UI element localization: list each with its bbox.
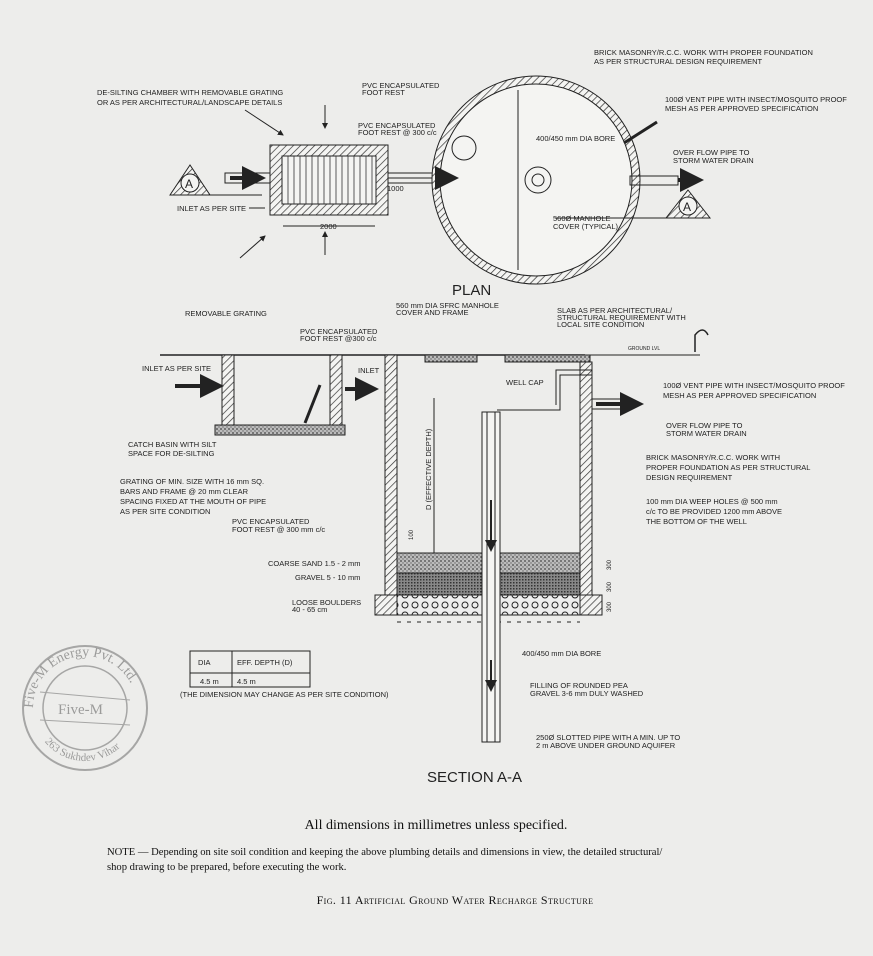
svg-text:REMOVABLE GRATING: REMOVABLE GRATING	[185, 309, 267, 318]
svg-text:OVER FLOW PIPE TO: OVER FLOW PIPE TO	[673, 148, 750, 157]
svg-text:1000: 1000	[387, 184, 404, 193]
svg-text:SPACING FIXED AT THE MOUTH OF: SPACING FIXED AT THE MOUTH OF PIPE	[120, 497, 266, 506]
svg-text:400/450 mm DIA BORE: 400/450 mm DIA BORE	[522, 649, 601, 658]
svg-text:(THE DIMENSION MAY CHANGE AS P: (THE DIMENSION MAY CHANGE AS PER SITE CO…	[180, 690, 389, 699]
svg-text:PROPER FOUNDATION AS PER STRUC: PROPER FOUNDATION AS PER STRUCTURAL	[646, 463, 810, 472]
svg-text:100Ø VENT PIPE WITH INSECT/MOS: 100Ø VENT PIPE WITH INSECT/MOSQUITO PROO…	[665, 95, 847, 104]
svg-text:560 mm DIA SFRC MANHOLE: 560 mm DIA SFRC MANHOLE	[396, 301, 499, 310]
svg-text:Five-M: Five-M	[58, 702, 103, 718]
svg-text:LOCAL SITE CONDITION: LOCAL SITE CONDITION	[557, 320, 644, 329]
vent-pipe	[623, 120, 658, 145]
svg-text:BARS AND FRAME @ 20 mm CLEAR: BARS AND FRAME @ 20 mm CLEAR	[120, 487, 249, 496]
figure-caption: Fig. 11 Artificial Ground Water Recharge…	[317, 893, 594, 907]
svg-text:GRAVEL 3-6 mm DULY WASHED: GRAVEL 3-6 mm DULY WASHED	[530, 689, 644, 698]
catch-basin	[214, 354, 346, 436]
svg-text:PVC ENCAPSULATED: PVC ENCAPSULATED	[358, 121, 436, 130]
note-line-1: NOTE — Depending on site soil condition …	[107, 847, 662, 858]
svg-text:c/c TO BE PROVIDED 1200 mm ABO: c/c TO BE PROVIDED 1200 mm ABOVE	[646, 507, 782, 516]
plan-title: PLAN	[452, 282, 491, 299]
svg-text:FOOT REST: FOOT REST	[362, 88, 405, 97]
desilting-chamber	[269, 144, 389, 216]
svg-text:BRICK MASONRY/R.C.C. WORK WITH: BRICK MASONRY/R.C.C. WORK WITH PROPER FO…	[594, 48, 813, 57]
svg-text:SLAB AS PER ARCHITECTURAL/: SLAB AS PER ARCHITECTURAL/	[557, 306, 673, 315]
svg-text:SPACE FOR DE-SILTING: SPACE FOR DE-SILTING	[128, 449, 215, 458]
svg-text:300: 300	[607, 581, 613, 592]
svg-text:COVER (TYPICAL): COVER (TYPICAL)	[553, 222, 619, 231]
section-title: SECTION A-A	[427, 769, 522, 786]
svg-text:THE BOTTOM OF THE WELL: THE BOTTOM OF THE WELL	[646, 517, 747, 526]
svg-text:FOOT REST @ 300 mm c/c: FOOT REST @ 300 mm c/c	[232, 525, 325, 534]
svg-text:FOOT REST @ 300 c/c: FOOT REST @ 300 c/c	[358, 128, 437, 137]
svg-text:GRATING OF MIN. SIZE WITH 16 m: GRATING OF MIN. SIZE WITH 16 mm SQ.	[120, 477, 264, 486]
note-line-2: shop drawing to be prepared, before exec…	[107, 862, 346, 873]
svg-text:LOOSE BOULDERS: LOOSE BOULDERS	[292, 598, 361, 607]
svg-text:D (EFFECTIVE DEPTH): D (EFFECTIVE DEPTH)	[424, 428, 433, 510]
vent-pipe	[694, 329, 709, 352]
manhole-cover	[524, 166, 552, 194]
svg-text:4.5 m: 4.5 m	[237, 677, 256, 686]
svg-text:300: 300	[607, 601, 613, 612]
svg-text:MESH AS PER APPROVED SPECIFICA: MESH AS PER APPROVED SPECIFICATION	[663, 391, 816, 400]
svg-text:STORM WATER DRAIN: STORM WATER DRAIN	[673, 156, 754, 165]
section-marker-a-left: A	[169, 164, 262, 196]
svg-text:AS PER SITE CONDITION: AS PER SITE CONDITION	[120, 507, 210, 516]
dimension-table: DIA EFF. DEPTH (D) 4.5 m 4.5 m (THE DIME…	[180, 650, 389, 699]
svg-text:A: A	[683, 200, 691, 214]
svg-text:MESH AS PER APPROVED SPECIFICA: MESH AS PER APPROVED SPECIFICATION	[665, 104, 818, 113]
manhole-cover	[424, 354, 478, 363]
plan-view: A 2000 1000 DE-SILTING CHAMBER WITH REMO…	[97, 48, 847, 299]
svg-text:COVER AND FRAME: COVER AND FRAME	[396, 308, 469, 317]
section-marker-a-right: A	[555, 189, 712, 219]
svg-text:DESIGN REQUIREMENT: DESIGN REQUIREMENT	[646, 473, 733, 482]
svg-text:DE-SILTING CHAMBER WITH REMOVA: DE-SILTING CHAMBER WITH REMOVABLE GRATIN…	[97, 88, 283, 97]
svg-text:STORM WATER DRAIN: STORM WATER DRAIN	[666, 429, 747, 438]
svg-text:Five-M Energy Pvt. Ltd.: Five-M Energy Pvt. Ltd.	[22, 645, 141, 708]
svg-text:100 mm DIA WEEP HOLES @ 500 mm: 100 mm DIA WEEP HOLES @ 500 mm	[646, 497, 778, 506]
svg-text:A: A	[185, 177, 193, 191]
svg-text:OR AS PER ARCHITECTURAL/LANDSC: OR AS PER ARCHITECTURAL/LANDSCAPE DETAIL…	[97, 98, 282, 107]
svg-text:GROUND LVL: GROUND LVL	[628, 346, 660, 352]
svg-text:100: 100	[409, 529, 415, 540]
svg-text:2 m ABOVE UNDER GROUND AQUIFER: 2 m ABOVE UNDER GROUND AQUIFER	[536, 741, 676, 750]
svg-text:AS PER STRUCTURAL DESIGN REQUI: AS PER STRUCTURAL DESIGN REQUIREMENT	[594, 57, 762, 66]
bore-pipe	[481, 411, 501, 743]
recharge-well-section	[374, 354, 644, 623]
svg-text:400/450 mm DIA BORE: 400/450 mm DIA BORE	[536, 134, 615, 143]
svg-text:COARSE SAND 1.5 - 2 mm: COARSE SAND 1.5 - 2 mm	[268, 559, 361, 568]
svg-text:250Ø SLOTTED PIPE WITH A MIN.: 250Ø SLOTTED PIPE WITH A MIN. UP TO	[536, 733, 680, 742]
svg-text:PVC ENCAPSULATED: PVC ENCAPSULATED	[232, 517, 310, 526]
svg-text:INLET: INLET	[358, 366, 380, 375]
svg-text:FOOT REST @300 c/c: FOOT REST @300 c/c	[300, 334, 377, 343]
dimensions-note: All dimensions in millimetres unless spe…	[305, 818, 568, 833]
svg-text:CATCH BASIN WITH SILT: CATCH BASIN WITH SILT	[128, 440, 217, 449]
company-stamp: Five-M Five-M Energy Pvt. Ltd. 263 Sukhd…	[22, 645, 148, 771]
recharge-well-plan	[431, 75, 641, 285]
svg-text:FILLING OF ROUNDED PEA: FILLING OF ROUNDED PEA	[530, 681, 628, 690]
svg-text:BRICK MASONRY/R.C.C. WORK WITH: BRICK MASONRY/R.C.C. WORK WITH	[646, 453, 780, 462]
slab	[504, 354, 591, 363]
svg-text:40 - 65 cm: 40 - 65 cm	[292, 605, 327, 614]
svg-text:INLET AS PER SITE: INLET AS PER SITE	[177, 204, 246, 213]
svg-text:WELL CAP: WELL CAP	[506, 378, 544, 387]
svg-text:300: 300	[607, 559, 613, 570]
svg-text:STRUCTURAL REQUIREMENT WITH: STRUCTURAL REQUIREMENT WITH	[557, 313, 686, 322]
svg-text:EFF. DEPTH (D): EFF. DEPTH (D)	[237, 658, 293, 667]
svg-text:2000: 2000	[320, 222, 337, 231]
svg-text:INLET AS PER SITE: INLET AS PER SITE	[142, 364, 211, 373]
svg-text:OVER FLOW PIPE TO: OVER FLOW PIPE TO	[666, 421, 743, 430]
section-view: D (EFFECTIVE DEPTH) 100 300 300 300 REMO…	[120, 301, 845, 786]
svg-text:4.5 m: 4.5 m	[200, 677, 219, 686]
svg-text:PVC ENCAPSULATED: PVC ENCAPSULATED	[300, 327, 378, 336]
svg-text:GRAVEL 5 - 10 mm: GRAVEL 5 - 10 mm	[295, 573, 360, 582]
svg-text:PVC ENCAPSULATED: PVC ENCAPSULATED	[362, 81, 440, 90]
svg-text:560Ø MANHOLE: 560Ø MANHOLE	[553, 214, 611, 223]
svg-text:100Ø VENT PIPE WITH INSECT/MOS: 100Ø VENT PIPE WITH INSECT/MOSQUITO PROO…	[663, 381, 845, 390]
svg-text:DIA: DIA	[198, 658, 211, 667]
